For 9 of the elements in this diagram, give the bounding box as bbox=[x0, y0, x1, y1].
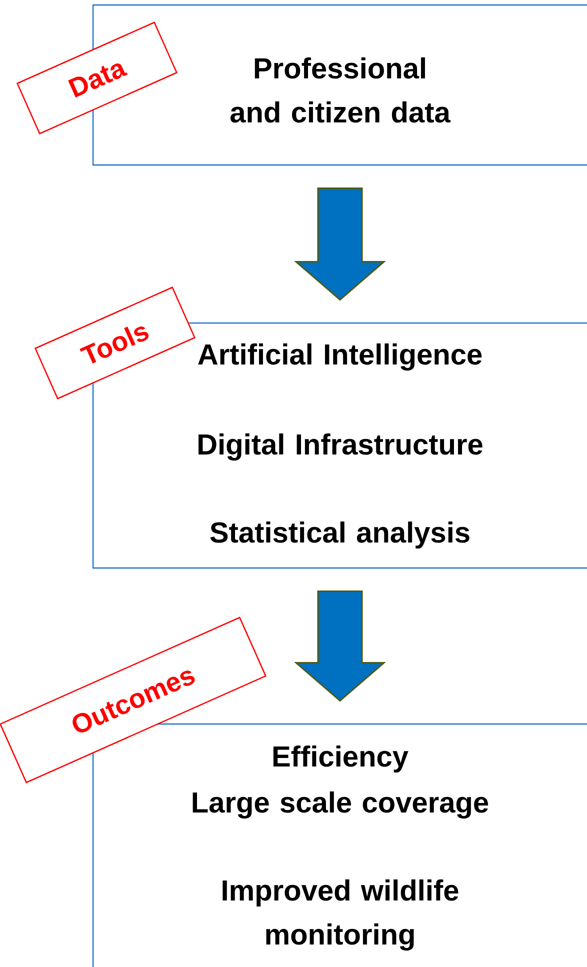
box-text: Artificial Intelligence bbox=[198, 343, 482, 371]
block-arrow bbox=[294, 590, 386, 702]
box-text: Improved wildlife monitoring bbox=[222, 879, 458, 951]
box-text: Professional and citizen data bbox=[230, 57, 451, 123]
box-text: Large scale coverage bbox=[192, 791, 488, 819]
box-text: Digital Infrastructure bbox=[198, 433, 482, 461]
block-arrow bbox=[294, 187, 386, 301]
box-text: Statistical analysis bbox=[210, 522, 470, 549]
box-text: Efficiency bbox=[273, 746, 408, 773]
